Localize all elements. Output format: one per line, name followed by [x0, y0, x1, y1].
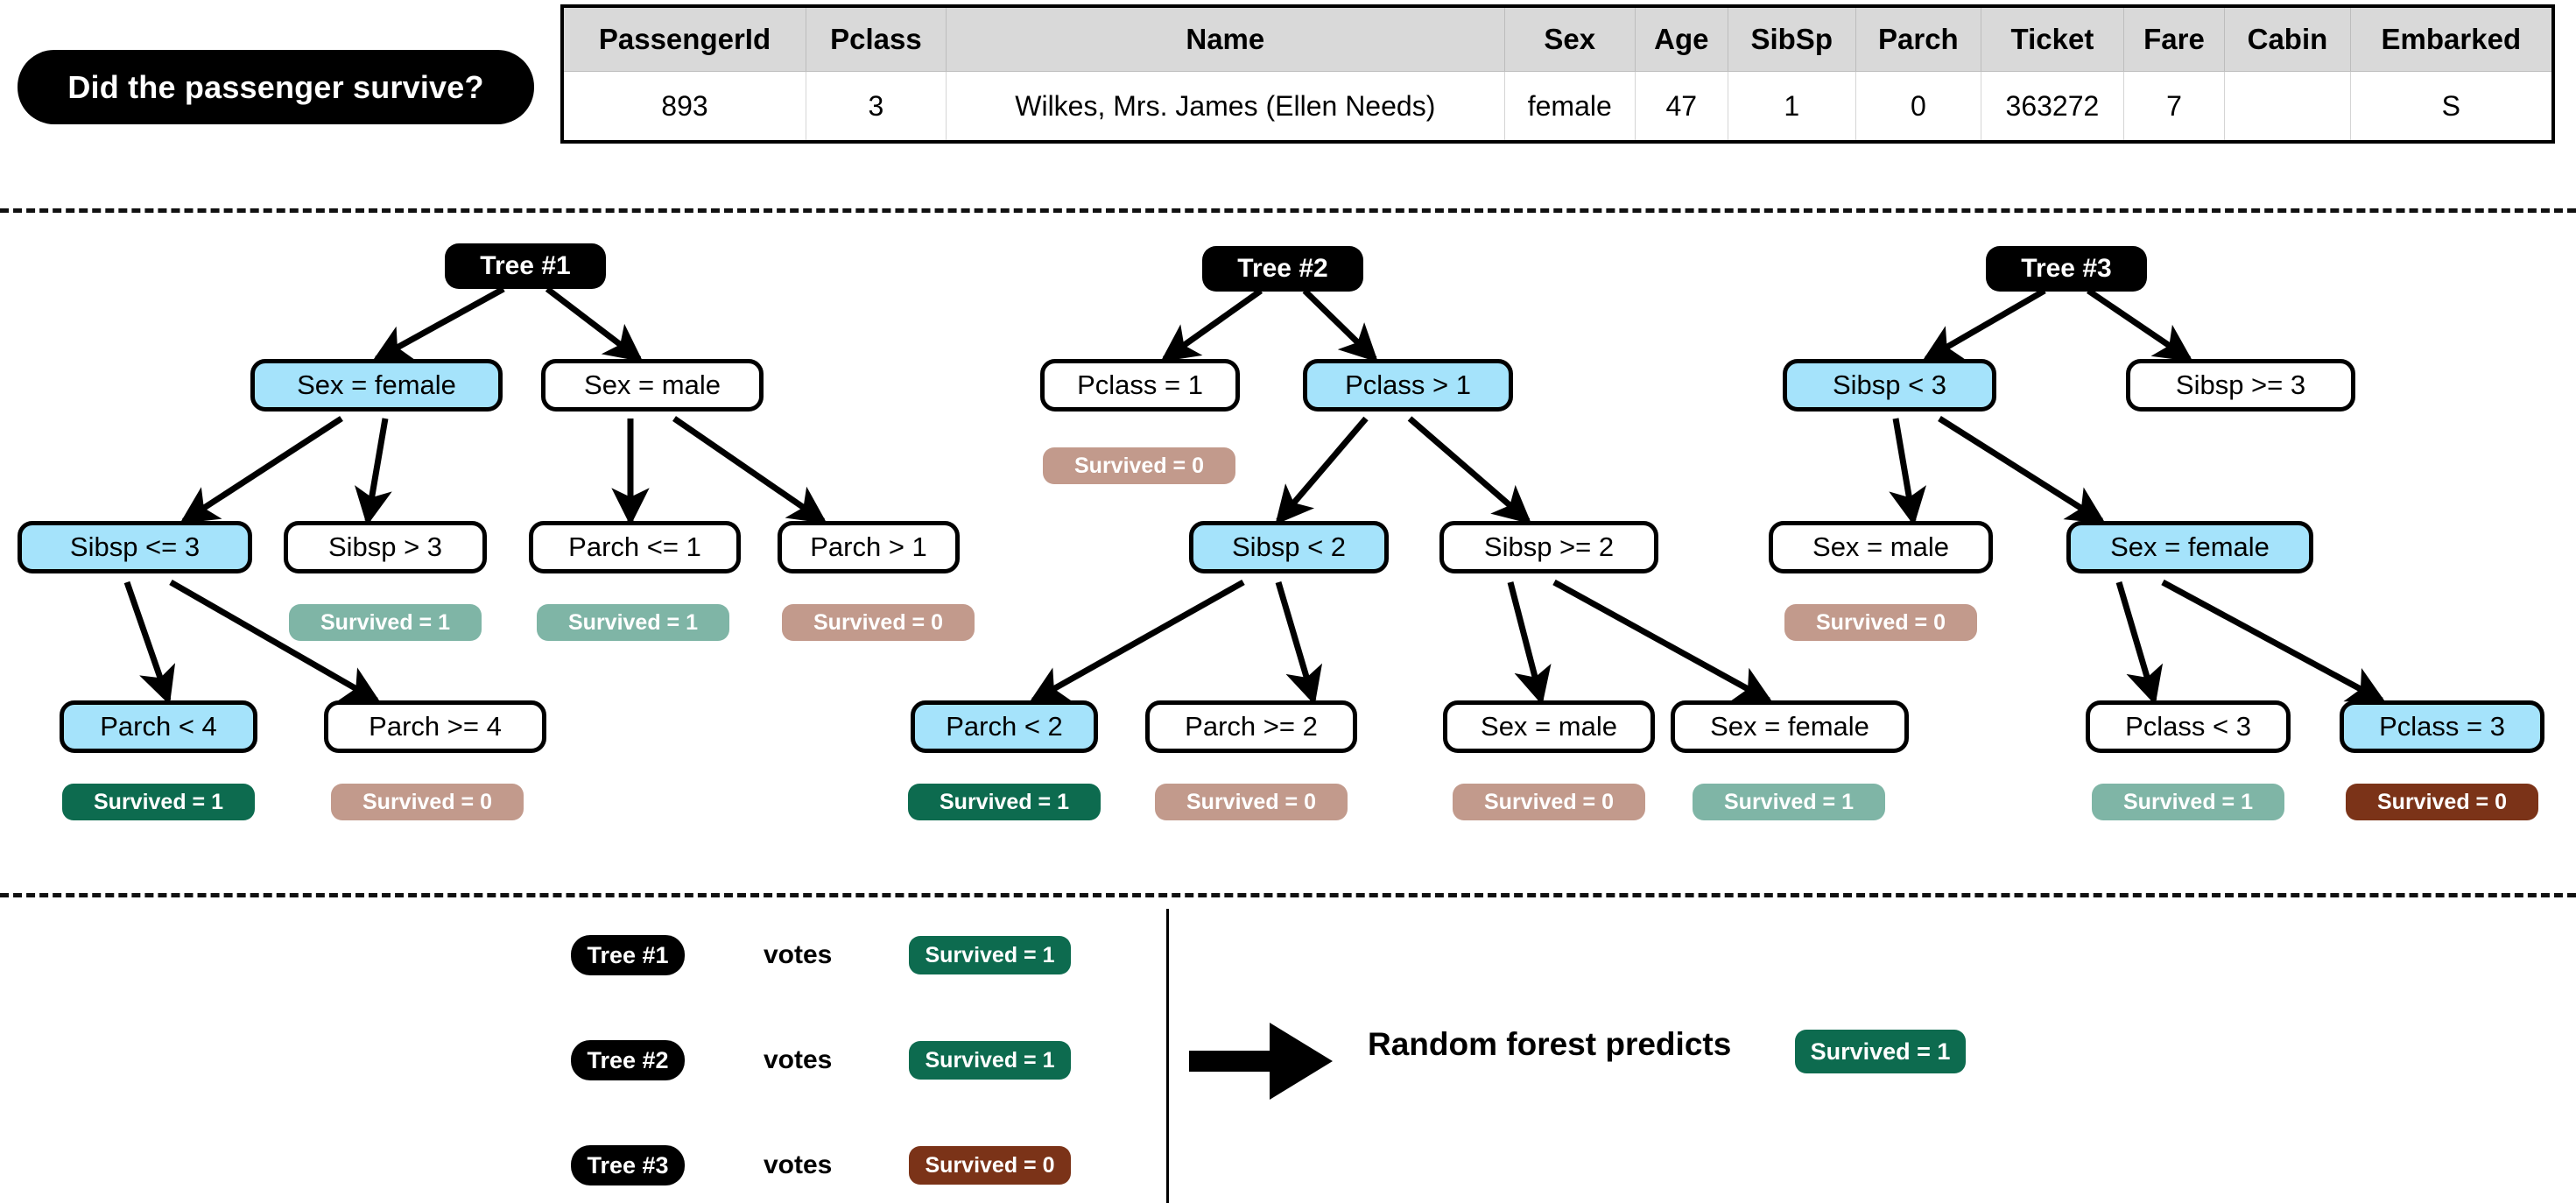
leaf-t3-pclass-lt3: Survived = 1: [2092, 784, 2284, 820]
node-t1-sex-male[interactable]: Sex = male: [541, 359, 764, 412]
leaf-t3-sex-male: Survived = 0: [1784, 604, 1977, 641]
node-t2-parch-ge2[interactable]: Parch >= 2: [1145, 700, 1357, 753]
node-t3-sex-male[interactable]: Sex = male: [1769, 521, 1993, 573]
col-passengerid: PassengerId: [562, 5, 806, 72]
table-header-row: PassengerId Pclass Name Sex Age SibSp Pa…: [562, 5, 2553, 72]
vote-result-1: Survived = 1: [909, 936, 1071, 974]
node-t2-sibsp-lt2[interactable]: Sibsp < 2: [1189, 521, 1389, 573]
leaf-t1-parch-gt1: Survived = 0: [782, 604, 975, 641]
node-t3-sibsp-ge3[interactable]: Sibsp >= 3: [2126, 359, 2355, 412]
prediction-label: Random forest predicts: [1368, 1026, 1732, 1062]
leaf-t1-parch-lt4: Survived = 1: [62, 784, 255, 820]
node-t1-parch-ge4[interactable]: Parch >= 4: [324, 700, 546, 753]
cell-cabin: [2224, 71, 2351, 143]
node-t1-sibsp-le3[interactable]: Sibsp <= 3: [18, 521, 252, 573]
cell-ticket: 363272: [1981, 71, 2124, 143]
col-cabin: Cabin: [2224, 5, 2351, 72]
leaf-t1-sibsp-gt3: Survived = 1: [289, 604, 482, 641]
cell-embarked: S: [2349, 71, 2553, 143]
col-sex: Sex: [1503, 5, 1636, 72]
vote-tree-1: Tree #1: [571, 935, 685, 975]
node-t2-sex-male[interactable]: Sex = male: [1443, 700, 1655, 753]
col-pclass: Pclass: [805, 5, 947, 72]
cell-age: 47: [1634, 71, 1728, 143]
vertical-separator: [1166, 909, 1169, 1203]
cell-sibsp: 1: [1727, 71, 1856, 143]
cell-pclass: 3: [805, 71, 947, 143]
col-age: Age: [1634, 5, 1728, 72]
cell-fare: 7: [2122, 71, 2226, 143]
leaf-t2-parch-lt2: Survived = 1: [908, 784, 1101, 820]
vote-verb-2: votes: [764, 1045, 833, 1074]
leaf-t2-parch-ge2: Survived = 0: [1155, 784, 1348, 820]
col-fare: Fare: [2122, 5, 2226, 72]
cell-sex: female: [1503, 71, 1636, 143]
vote-tree-2: Tree #2: [571, 1040, 685, 1080]
vote-tree-3: Tree #3: [571, 1145, 685, 1185]
vote-verb-1: votes: [764, 940, 833, 969]
question-pill: Did the passenger survive?: [18, 50, 534, 124]
node-t3-sex-female[interactable]: Sex = female: [2066, 521, 2313, 573]
cell-parch: 0: [1855, 71, 1982, 143]
vote-verb-3: votes: [764, 1150, 833, 1179]
prediction-result: Survived = 1: [1795, 1030, 1966, 1073]
node-t2-sibsp-ge2[interactable]: Sibsp >= 2: [1439, 521, 1658, 573]
col-parch: Parch: [1855, 5, 1982, 72]
vote-result-2: Survived = 1: [909, 1041, 1071, 1080]
leaf-t2-sex-female: Survived = 1: [1693, 784, 1885, 820]
passenger-table: PassengerId Pclass Name Sex Age SibSp Pa…: [560, 4, 2555, 144]
node-t3-pclass-eq3[interactable]: Pclass = 3: [2340, 700, 2544, 753]
leaf-t1-parch-le1: Survived = 1: [537, 604, 729, 641]
node-t1-sex-female[interactable]: Sex = female: [250, 359, 503, 412]
node-t1-parch-gt1[interactable]: Parch > 1: [778, 521, 960, 573]
cell-name: Wilkes, Mrs. James (Ellen Needs): [945, 71, 1505, 143]
node-t3-pclass-lt3[interactable]: Pclass < 3: [2086, 700, 2291, 753]
node-t2-pclass-eq1[interactable]: Pclass = 1: [1040, 359, 1240, 412]
node-t1-parch-le1[interactable]: Parch <= 1: [529, 521, 741, 573]
vote-result-3: Survived = 0: [909, 1146, 1071, 1185]
divider-top: [0, 208, 2576, 213]
cell-passengerid: 893: [562, 71, 806, 143]
tree-label-1: Tree #1: [445, 243, 606, 289]
col-ticket: Ticket: [1981, 5, 2124, 72]
leaf-t2-pclass-eq1: Survived = 0: [1043, 447, 1235, 484]
leaf-t3-pclass-eq3: Survived = 0: [2346, 784, 2538, 820]
tree-label-3: Tree #3: [1986, 246, 2147, 292]
prediction-arrow: [1189, 1023, 1333, 1100]
col-sibsp: SibSp: [1727, 5, 1856, 72]
col-name: Name: [945, 5, 1505, 72]
node-t2-pclass-gt1[interactable]: Pclass > 1: [1303, 359, 1513, 412]
leaf-t2-sex-male: Survived = 0: [1453, 784, 1645, 820]
divider-bottom: [0, 893, 2576, 897]
node-t1-sibsp-gt3[interactable]: Sibsp > 3: [284, 521, 487, 573]
table-row: 893 3 Wilkes, Mrs. James (Ellen Needs) f…: [562, 71, 2553, 143]
node-t2-parch-lt2[interactable]: Parch < 2: [911, 700, 1098, 753]
leaf-t1-parch-ge4: Survived = 0: [331, 784, 524, 820]
col-embarked: Embarked: [2349, 5, 2553, 72]
node-t2-sex-female[interactable]: Sex = female: [1671, 700, 1909, 753]
node-t3-sibsp-lt3[interactable]: Sibsp < 3: [1783, 359, 1996, 412]
node-t1-parch-lt4[interactable]: Parch < 4: [60, 700, 257, 753]
tree-label-2: Tree #2: [1202, 246, 1363, 292]
